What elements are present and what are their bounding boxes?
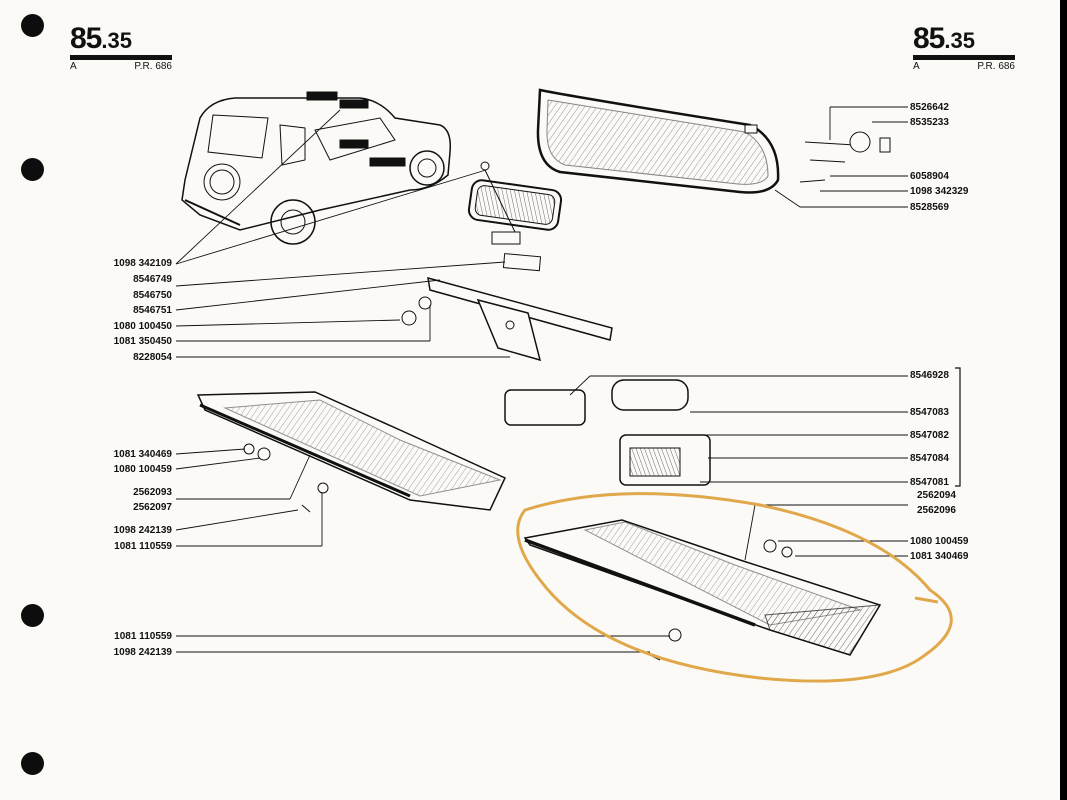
left-parcel-tray bbox=[196, 391, 507, 513]
part-label: 8546751 bbox=[133, 305, 172, 316]
part-label: 8228054 bbox=[133, 352, 172, 363]
part-label: 1081 350450 bbox=[113, 336, 172, 347]
part-label: 1081 340469 bbox=[113, 449, 172, 460]
part-label: 8526642 bbox=[910, 102, 949, 113]
part-label: 1081 340469 bbox=[910, 551, 969, 562]
mirror-bracket bbox=[401, 276, 613, 362]
page-suffix: .35 bbox=[101, 28, 132, 53]
leader-lines bbox=[175, 106, 961, 653]
part-label: 1098 242139 bbox=[113, 525, 172, 536]
page-header-left: 85.35 A P.R. 686 bbox=[70, 24, 172, 72]
binder-hole bbox=[21, 604, 44, 627]
binder-hole bbox=[21, 14, 44, 37]
section-letter: A bbox=[70, 61, 77, 72]
ref-code: P.R. 686 bbox=[977, 61, 1015, 72]
part-label: 1081 110559 bbox=[114, 631, 172, 642]
part-label: 6058904 bbox=[910, 171, 949, 182]
part-label: 8546750 bbox=[133, 290, 172, 301]
part-label: 2562093 bbox=[133, 487, 172, 498]
binder-hole bbox=[21, 158, 44, 181]
part-label: 8547081 bbox=[910, 477, 949, 488]
part-label: 8535233 bbox=[910, 117, 949, 128]
part-label: 1080 100459 bbox=[910, 536, 969, 547]
interior-lamp-parts bbox=[504, 379, 711, 486]
part-label: 8546928 bbox=[910, 370, 949, 381]
page-header-right: 85.35 A P.R. 686 bbox=[913, 24, 1015, 72]
page-number: 85 bbox=[913, 22, 945, 55]
section-letter: A bbox=[913, 61, 920, 72]
part-label: 1081 110559 bbox=[114, 541, 172, 552]
binder-hole bbox=[21, 752, 44, 775]
part-label: 2562094 bbox=[917, 490, 956, 501]
part-label: 2562096 bbox=[917, 505, 956, 516]
part-label: 8547084 bbox=[910, 453, 949, 464]
part-label: 1098 242139 bbox=[113, 647, 172, 658]
part-label: 1080 100459 bbox=[113, 464, 172, 475]
part-label: 1098 342329 bbox=[910, 186, 969, 197]
right-parcel-tray bbox=[523, 519, 882, 661]
rearview-mirror bbox=[467, 161, 563, 272]
part-label: 1098 342109 bbox=[113, 258, 172, 269]
part-label: 8547083 bbox=[910, 407, 949, 418]
part-label: 1080 100450 bbox=[113, 321, 172, 332]
part-label: 8546749 bbox=[133, 274, 172, 285]
part-label: 2562097 bbox=[133, 502, 172, 513]
part-label: 8528569 bbox=[910, 202, 949, 213]
car-illustration bbox=[181, 91, 452, 245]
part-label: 8547082 bbox=[910, 430, 949, 441]
ref-code: P.R. 686 bbox=[134, 61, 172, 72]
sun-visor bbox=[536, 88, 891, 194]
page-number: 85 bbox=[70, 22, 102, 55]
highlight-circle bbox=[516, 492, 953, 683]
page-suffix: .35 bbox=[944, 28, 975, 53]
